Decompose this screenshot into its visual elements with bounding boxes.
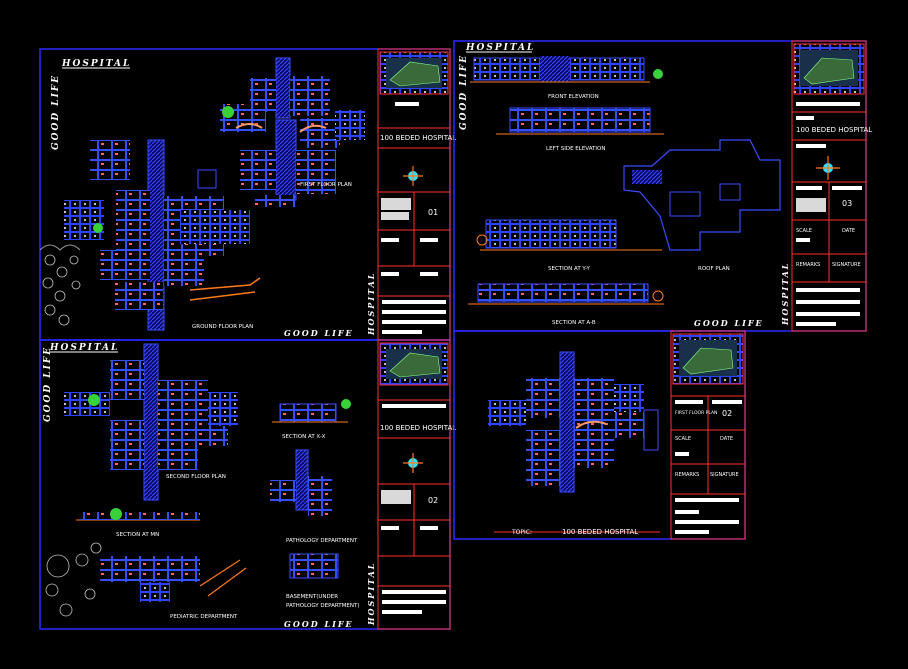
second-floor-plan-drawing: SECOND FLOOR PLAN xyxy=(64,343,238,501)
section-ab-drawing: SECTION AT A-B xyxy=(468,283,664,326)
sheet2-hospital-vertical: HOSPITAL xyxy=(366,562,376,626)
sheet4-title: 100 BEDED HOSPITAL xyxy=(562,528,638,536)
north-arrow-icon xyxy=(816,156,840,180)
section-yy-label: SECTION AT Y-Y xyxy=(548,266,590,272)
sheet3-remarks-label: REMARKS xyxy=(796,262,820,268)
sheet3-good-life: GOOD LIFE xyxy=(694,318,764,328)
pediatric-drawing: PEDIATRIC DEPARTMENT xyxy=(45,542,247,620)
sheet3-good-life-vertical: GOOD LIFE xyxy=(459,54,469,130)
sheet-3: 100 BEDED HOSPITAL 03 SCALE DATE REMARKS… xyxy=(453,40,872,332)
sheet-4: FIRST FLOOR PLAN 02 SCALE DATE REMARKS S… xyxy=(453,330,746,540)
sheet2-number: 02 xyxy=(428,496,438,505)
sheet2-hospital-label: HOSPITAL xyxy=(49,343,119,353)
section-xx-drawing: SECTION AT X-X xyxy=(272,399,351,440)
sheet4-signature-label: SIGNATURE xyxy=(710,472,739,478)
sheet3-title: 100 BEDED HOSPITAL xyxy=(796,126,872,134)
sheet3-hospital-label: HOSPITAL xyxy=(465,43,535,53)
sheet1-good-life: GOOD LIFE xyxy=(284,328,354,338)
second-floor-label: SECOND FLOOR PLAN xyxy=(166,474,226,480)
sheet1-hospital-vertical: HOSPITAL xyxy=(366,272,376,336)
ground-floor-label: GROUND FLOOR PLAN xyxy=(192,324,253,330)
basement-label: BASEMENT(UNDER xyxy=(286,594,338,600)
ground-floor-plan-drawing: GROUND FLOOR PLAN xyxy=(39,139,261,331)
section-ab-label: SECTION AT A-B xyxy=(552,320,596,326)
pathology-drawing: PATHOLOGY DEPARTMENT xyxy=(270,449,358,544)
sheet3-signature-label: SIGNATURE xyxy=(832,262,861,268)
pathology-label: PATHOLOGY DEPARTMENT xyxy=(286,538,358,544)
sheet1-title: 100 BEDED HOSPITAL xyxy=(380,134,456,142)
sheet1-hospital-label: HOSPITAL xyxy=(61,59,131,69)
sheet1-number: 01 xyxy=(428,208,438,217)
sheet3-number: 03 xyxy=(842,199,852,208)
sheet2-good-life-vertical: GOOD LIFE xyxy=(43,346,53,422)
sheet2-good-life: GOOD LIFE xyxy=(284,619,354,629)
north-arrow-icon xyxy=(403,453,423,473)
north-arrow-icon xyxy=(403,166,423,186)
first-floor-plan-drawing: FIRST FLOOR PLAN xyxy=(220,57,365,207)
sheet2-title: 100 BEDED HOSPITAL xyxy=(380,424,456,432)
sheet3-hospital-vertical: HOSPITAL xyxy=(780,262,790,326)
sheet-1: 100 BEDED HOSPITAL 01 HOSPITAL GOOD LIFE… xyxy=(39,48,456,341)
section-mn-label: SECTION AT MN xyxy=(116,532,159,538)
roof-plan-drawing: ROOF PLAN xyxy=(623,139,781,272)
section-yy-drawing: SECTION AT Y-Y xyxy=(476,219,662,272)
sheet1-good-life-vertical: GOOD LIFE xyxy=(51,74,61,150)
sheet4-remarks-label: REMARKS xyxy=(675,472,699,478)
sheet4-topic-label: TOPIC: xyxy=(511,529,532,536)
front-elevation-label: FRONT ELEVATION xyxy=(548,94,599,100)
section-mn-drawing: SECTION AT MN xyxy=(76,508,200,538)
basement-label-2: PATHOLOGY DEPARTMENT) xyxy=(286,603,359,609)
roof-plan-label: ROOF PLAN xyxy=(698,266,730,272)
sheet4-plan-label: FIRST FLOOR PLAN xyxy=(675,410,717,416)
left-elevation-drawing: LEFT SIDE ELEVATION xyxy=(496,107,664,152)
sheet-2: 100 BEDED HOSPITAL 02 HOSPITAL GOOD LIFE… xyxy=(39,339,456,630)
first-floor-plan-large-drawing xyxy=(488,351,659,493)
sheet4-scale-label: SCALE xyxy=(675,436,691,442)
section-xx-label: SECTION AT X-X xyxy=(282,434,326,440)
front-elevation-drawing: FRONT ELEVATION xyxy=(470,56,663,100)
pediatric-label: PEDIATRIC DEPARTMENT xyxy=(170,614,238,620)
sheet3-scale-label: SCALE xyxy=(796,228,812,234)
sheet3-date-label: DATE xyxy=(842,228,855,234)
sheet4-number: 02 xyxy=(722,409,732,418)
first-floor-label: FIRST FLOOR PLAN xyxy=(300,182,352,188)
basement-drawing: BASEMENT(UNDER PATHOLOGY DEPARTMENT) xyxy=(286,553,359,609)
sheet4-date-label: DATE xyxy=(720,436,733,442)
left-elevation-label: LEFT SIDE ELEVATION xyxy=(546,146,605,152)
